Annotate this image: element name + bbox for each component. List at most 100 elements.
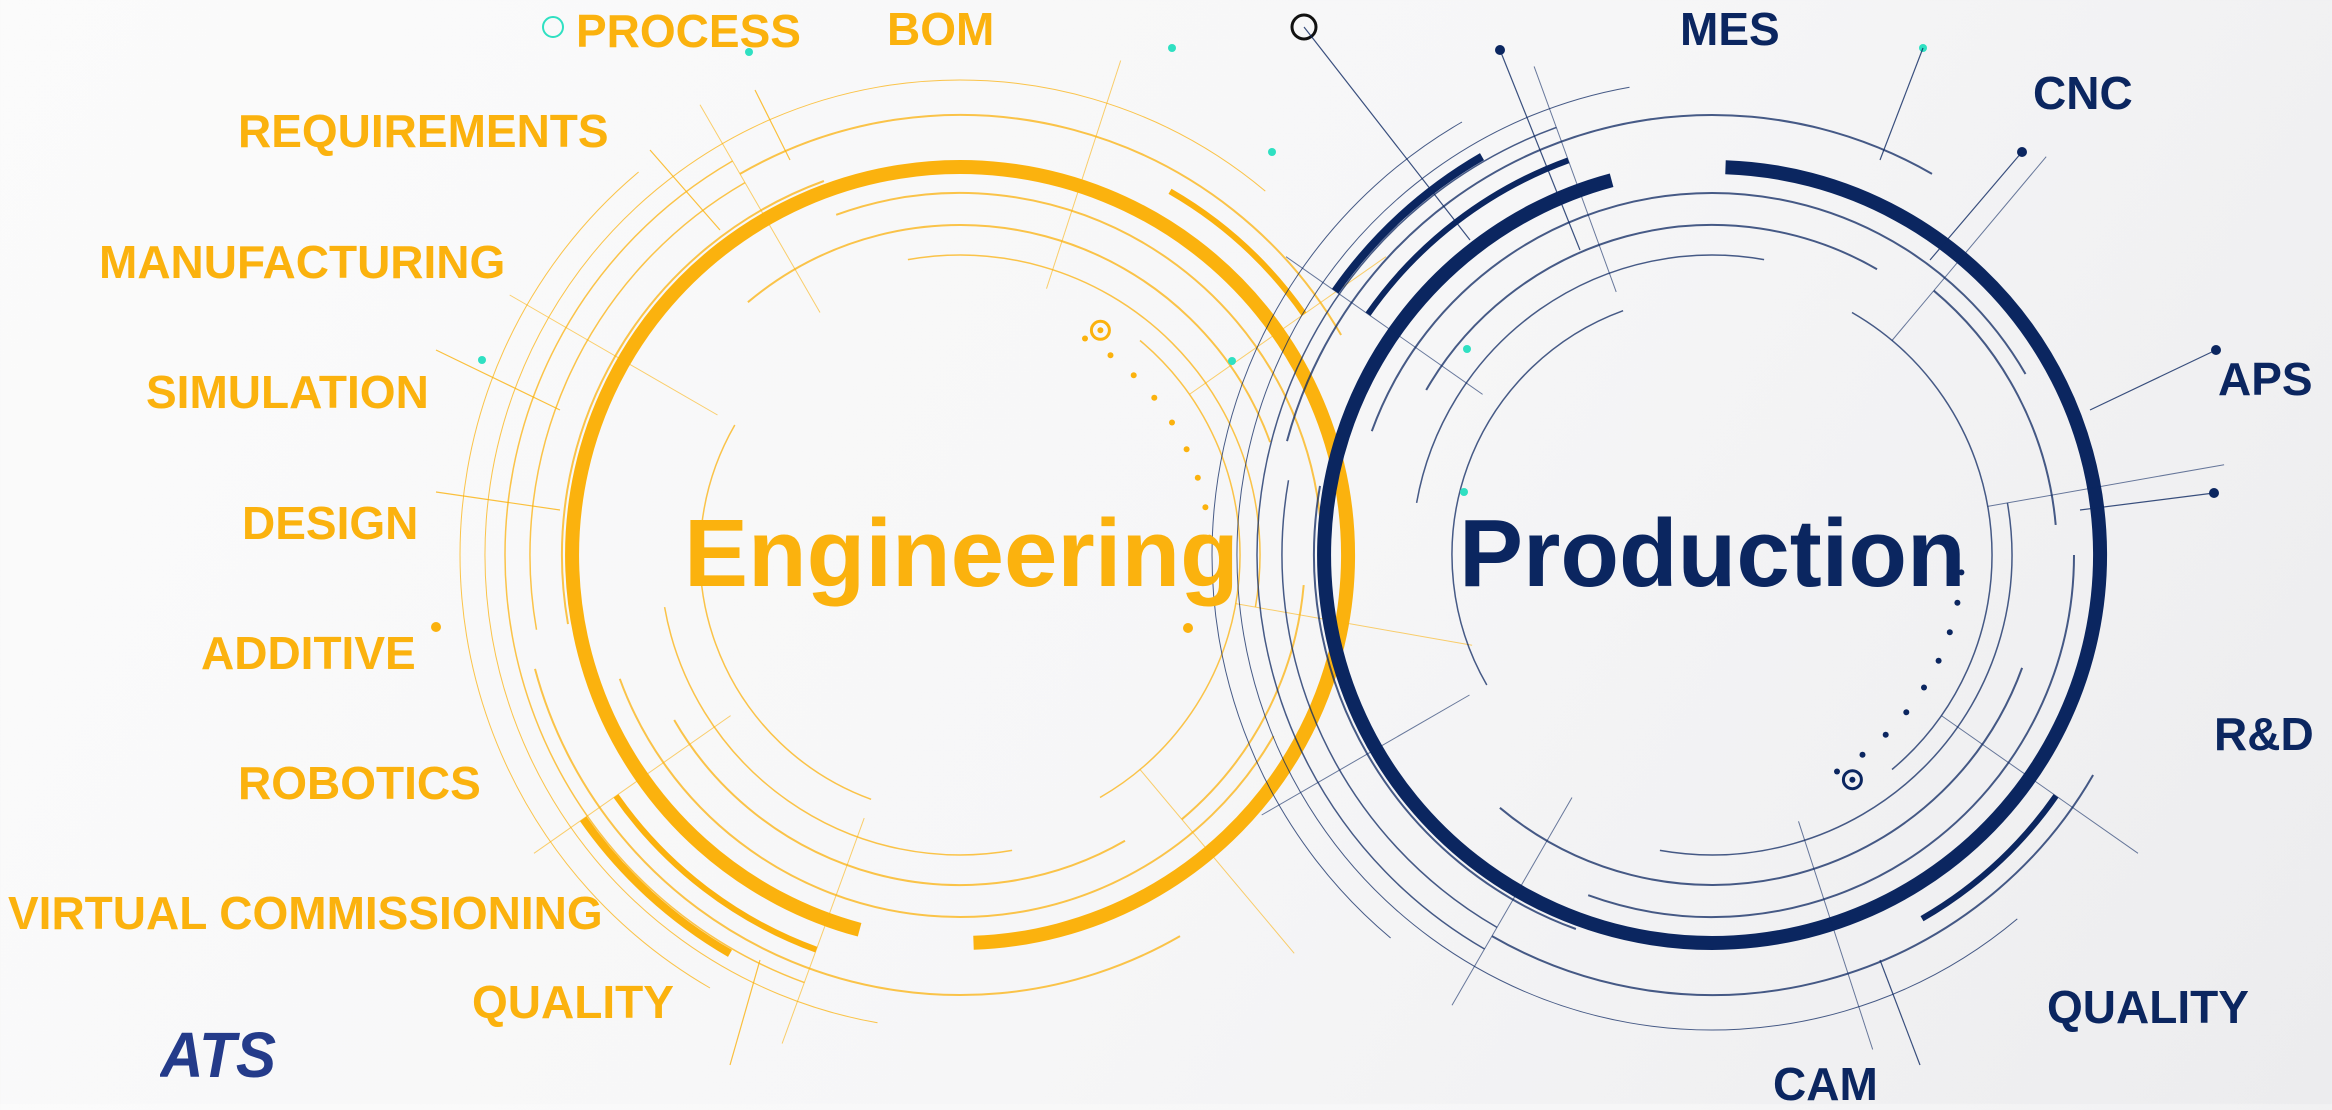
engineering-tick-dot bbox=[1082, 335, 1088, 342]
engineering-tick-dot bbox=[1151, 394, 1158, 401]
engineering-ring-arc bbox=[459, 171, 711, 989]
engineering-ring-arc bbox=[1099, 339, 1241, 799]
engineering-ring-arc bbox=[565, 160, 1356, 950]
production-radial-tick bbox=[1261, 694, 1470, 816]
leader-line bbox=[1499, 49, 1581, 251]
production-label-aps: APS bbox=[2218, 353, 2313, 405]
leader-line bbox=[435, 349, 561, 411]
accent-yellow-dot bbox=[431, 622, 441, 632]
leader-line bbox=[1879, 47, 1924, 161]
engineering-ring-arc bbox=[663, 606, 1013, 856]
engineering-label-bom: BOM bbox=[887, 3, 995, 55]
ats-logo: ATS bbox=[160, 1022, 276, 1082]
accent-ring-marker bbox=[1290, 13, 1318, 41]
production-radial-tick bbox=[1987, 464, 2225, 507]
leader-line bbox=[729, 959, 761, 1066]
engineering-ring-arc bbox=[739, 113, 1342, 336]
production-label-quality: QUALITY bbox=[2047, 981, 2249, 1033]
production-tick-dot bbox=[1882, 731, 1889, 738]
production-tick-dot bbox=[1946, 629, 1953, 636]
accent-teal-dot bbox=[1228, 357, 1236, 365]
production-target-marker bbox=[1841, 769, 1863, 791]
leader-line bbox=[649, 149, 721, 231]
accent-teal-dot bbox=[1460, 488, 1468, 496]
production-ring-arc bbox=[1331, 153, 1485, 294]
production-ring-arc bbox=[1415, 254, 1765, 504]
engineering-radial-tick bbox=[1046, 60, 1122, 289]
production-ring-arc bbox=[1425, 224, 1878, 391]
production-center-title: Production bbox=[1459, 500, 1966, 607]
engineering-label-robotics: ROBOTICS bbox=[238, 757, 481, 809]
accent-teal-dot bbox=[1168, 44, 1176, 52]
engineering-radial-tick bbox=[699, 104, 821, 313]
logo-text: ATS bbox=[160, 1022, 276, 1082]
engineering-ring-arc bbox=[534, 668, 1181, 996]
production-tick-dot bbox=[1958, 569, 1965, 576]
accent-yellow-dot bbox=[1183, 623, 1193, 633]
engineering-label-simulation: SIMULATION bbox=[146, 366, 429, 418]
engineering-ring-arc bbox=[835, 191, 1323, 556]
production-radial-tick bbox=[1798, 821, 1874, 1050]
engineering-label-manufacturing: MANUFACTURING bbox=[99, 236, 506, 288]
accent-dots-group bbox=[431, 13, 2221, 1066]
production-ring-group bbox=[1211, 66, 2225, 1050]
engineering-tick-dot bbox=[1169, 419, 1175, 426]
production-tick-dot bbox=[1921, 684, 1927, 691]
production-target-dot bbox=[1849, 776, 1856, 783]
production-radial-tick bbox=[1891, 156, 2047, 341]
engineering-ring-arc bbox=[1168, 188, 1307, 316]
production-ring-arc bbox=[1286, 114, 1933, 442]
engineering-target-dot bbox=[1097, 327, 1104, 334]
engineering-ring-arc bbox=[529, 181, 746, 630]
production-ring-arc bbox=[1300, 792, 2018, 1031]
engineering-label-process: PROCESS bbox=[576, 5, 801, 57]
leader-line bbox=[1929, 151, 2023, 261]
production-label-mes: MES bbox=[1680, 3, 1780, 55]
engineering-tick-dot bbox=[1107, 352, 1114, 359]
production-ring-arc bbox=[1933, 289, 2057, 525]
production-ring-arc bbox=[1851, 311, 1993, 771]
production-label-cnc: CNC bbox=[2033, 67, 2133, 119]
accent-teal-dot bbox=[1268, 148, 1276, 156]
production-radial-tick bbox=[1451, 797, 1573, 1006]
production-tick-dot bbox=[1935, 657, 1942, 664]
production-tick-dot bbox=[1834, 768, 1840, 775]
engineering-radial-tick bbox=[1139, 769, 1295, 954]
engineering-ring-arc bbox=[484, 317, 878, 1024]
accent-teal-dot bbox=[745, 48, 753, 56]
engineering-center-title: Engineering bbox=[684, 500, 1239, 607]
engineering-radial-tick bbox=[509, 294, 718, 416]
engineering-ring-arc bbox=[613, 794, 818, 953]
production-ring-arc bbox=[1236, 86, 1630, 793]
production-ring-arc bbox=[1587, 554, 2075, 919]
accent-ring-marker bbox=[542, 16, 564, 38]
production-ring-arc bbox=[1499, 667, 2024, 886]
accent-teal-dot bbox=[478, 356, 486, 364]
engineering-radial-tick bbox=[1189, 256, 1387, 395]
accent-teal-dot bbox=[1463, 345, 1471, 353]
engineering-tick-dot bbox=[1130, 372, 1137, 379]
production-ring-arc bbox=[1211, 121, 1463, 939]
engineering-ring-arc bbox=[699, 424, 872, 801]
production-radial-tick bbox=[1285, 256, 1483, 395]
engineering-ring-arc bbox=[673, 719, 1126, 886]
leader-line bbox=[754, 89, 791, 161]
engineering-tick-dot bbox=[1194, 474, 1201, 481]
leader-line bbox=[2089, 349, 2217, 411]
engineering-ring-group bbox=[459, 60, 1473, 1044]
engineering-ring-arc bbox=[1181, 585, 1305, 821]
engineering-label-additive: ADDITIVE bbox=[201, 627, 416, 679]
engineering-tick-dot bbox=[1206, 534, 1213, 541]
production-ring-arc bbox=[1491, 774, 2094, 997]
production-radial-tick bbox=[1941, 715, 2139, 854]
production-tick-dot bbox=[1859, 751, 1866, 758]
engineering-label-design: DESIGN bbox=[242, 497, 419, 549]
engineering-tick-dot bbox=[1183, 446, 1190, 453]
production-radial-tick bbox=[1533, 66, 1617, 293]
production-ring-arc bbox=[1256, 126, 1557, 950]
production-tick-dot bbox=[1954, 599, 1961, 606]
engineering-ring-arc bbox=[579, 816, 733, 957]
engineering-tick-dot bbox=[1202, 504, 1209, 511]
engineering-label-quality: QUALITY bbox=[472, 976, 674, 1028]
engineering-radial-tick bbox=[1235, 603, 1473, 646]
